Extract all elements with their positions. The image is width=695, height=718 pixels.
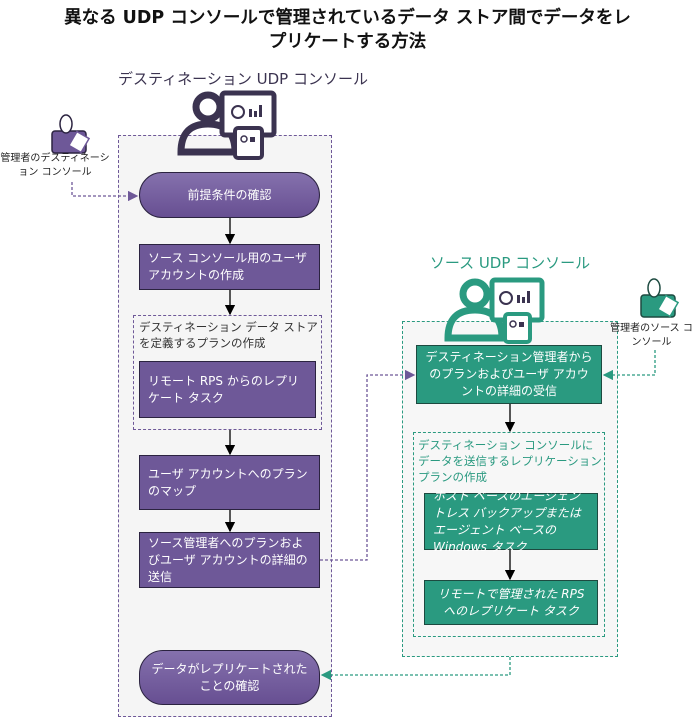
source-lane-label: ソース UDP コンソール (429, 254, 591, 272)
step-receive-details[interactable]: デスティネーション管理者からのプランおよびユーザ アカウントの詳細の受信 (416, 345, 602, 404)
destination-admin-label: 管理者のデスティネーション コンソール (0, 153, 110, 178)
destination-container (118, 135, 332, 717)
step-create-replication-plan: デスティネーション コンソールにデータを送信するレプリケーション プランの作成 (418, 438, 602, 484)
diagram-title: 異なる UDP コンソールで管理されているデータ ストア間でデータをレプリケート… (64, 8, 631, 52)
destination-lane-label: デスティネーション UDP コンソール (118, 70, 368, 88)
step-verify-replication[interactable]: データがレプリケートされたことの確認 (139, 650, 320, 705)
source-admin-label: 管理者のソース コンソール (610, 323, 693, 348)
create-plan-group (133, 315, 322, 430)
step-replicate-to-remote-rps[interactable]: リモートで管理された RPS へのレプリケート タスク (424, 580, 598, 625)
step-create-plan: デスティネーション データ ストアを定義するプランの作成 (139, 320, 318, 350)
step-map-plan[interactable]: ユーザ アカウントへのプランのマップ (139, 455, 320, 510)
step-replicate-from-remote-rps[interactable]: リモート RPS からのレプリケート タスク (139, 361, 316, 418)
step-create-user-account[interactable]: ソース コンソール用のユーザ アカウントの作成 (139, 244, 320, 290)
step-backup-task[interactable]: ホスト ベースのエージェントレス バックアップまたはエージェント ベースの Wi… (424, 489, 598, 554)
step-review-prerequisites[interactable]: 前提条件の確認 (139, 172, 320, 218)
step-send-details[interactable]: ソース管理者へのプランおよびユーザ アカウントの詳細の送信 (139, 532, 320, 588)
